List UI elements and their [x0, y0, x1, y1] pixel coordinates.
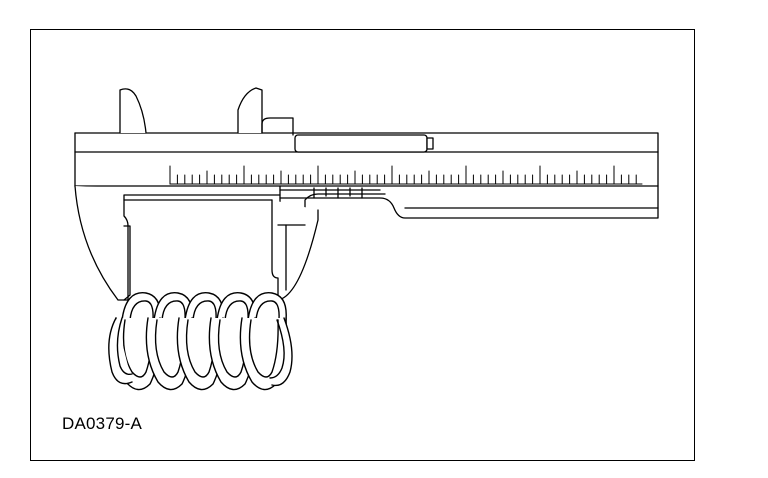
spring-coil-back-inner: [255, 300, 280, 321]
spring-end-right: [271, 317, 293, 387]
lower-jaw-sliding: [271, 199, 319, 301]
vernier-scale: [313, 187, 363, 199]
illustration-frame: [30, 29, 695, 461]
lower-jaw-fixed: [74, 185, 281, 301]
figure-id-label: DA0379-A: [62, 414, 143, 433]
spring-coil-back-inner: [192, 300, 217, 321]
depth-rod: [294, 134, 434, 153]
spring-coil-back-inner: [129, 300, 154, 321]
spring-end-left-inner: [116, 317, 133, 376]
main-scale: [169, 165, 643, 185]
coil-spring: [108, 292, 293, 391]
spring-end-left: [108, 317, 133, 385]
upper-jaw-fixed: [119, 88, 147, 134]
spring-coil-back: [247, 292, 287, 321]
spring-coil-back-inner: [161, 300, 186, 321]
spring-end-right-inner: [269, 319, 285, 379]
spring-coil-front-inner: [248, 319, 279, 378]
upper-jaw-sliding: [237, 87, 294, 136]
spring-coil-back-inner: [224, 300, 249, 321]
